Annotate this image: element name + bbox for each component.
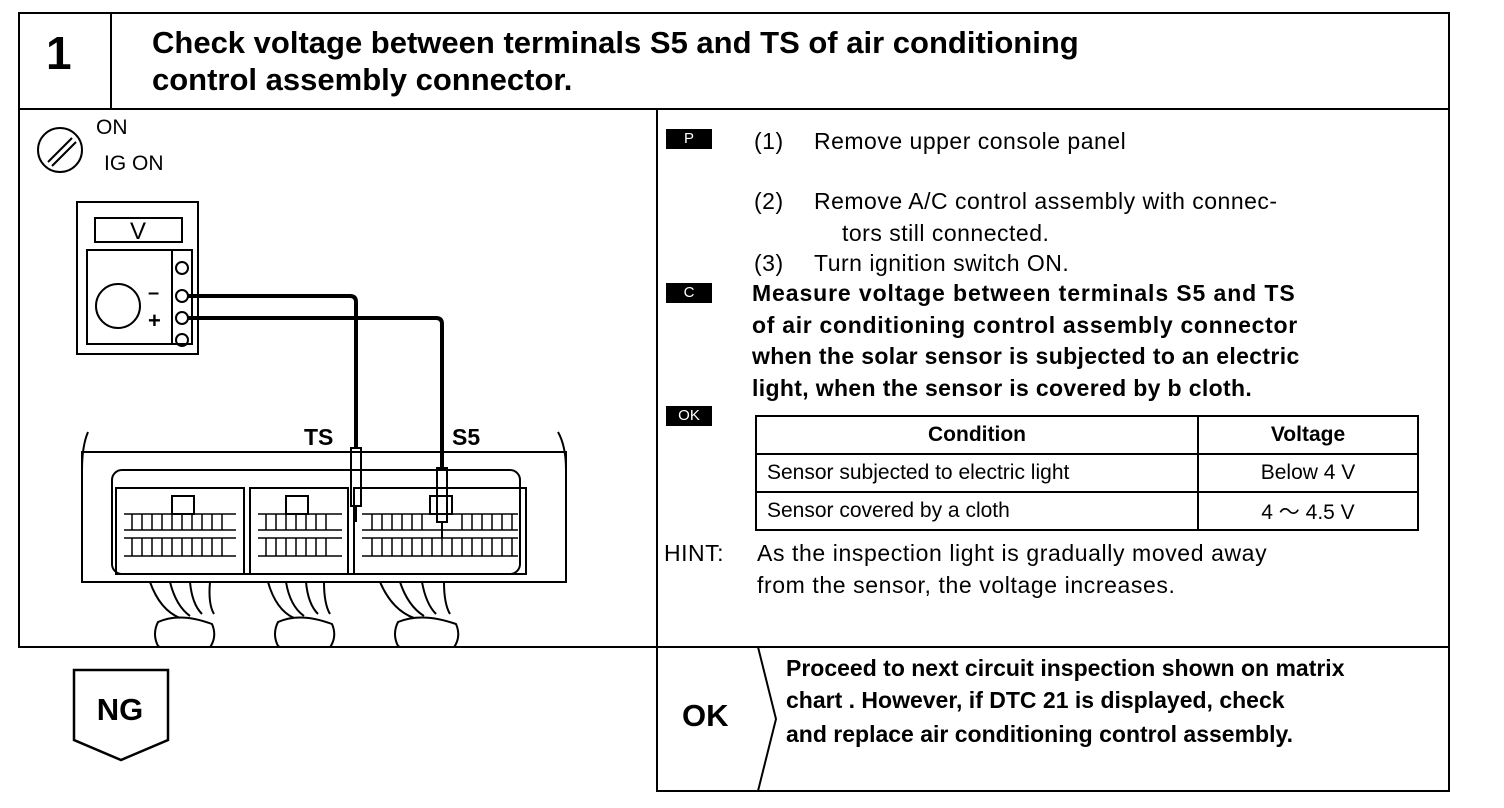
table-cell-condition: Sensor covered by a cloth: [755, 491, 1199, 531]
table-row: Sensor subjected to electric light Below…: [755, 453, 1419, 493]
key-on-label: ON: [96, 116, 128, 139]
step2-text-line1: Remove A/C control assembly with connec-: [814, 188, 1278, 214]
probe-ts: [350, 447, 362, 507]
meter-plus-label: +: [148, 308, 161, 333]
test-lead-ts: [188, 294, 358, 448]
step-title-line1: Check voltage between terminals S5 and T…: [152, 25, 1079, 60]
tag-c: C: [666, 283, 712, 303]
table-cell-voltage: 4 ～ 4.5 V: [1197, 491, 1419, 531]
proceed-line2: chart . However, if DTC 21 is displayed,…: [786, 687, 1285, 713]
condition-table: Condition Voltage Sensor subjected to el…: [755, 415, 1419, 531]
ok-badge: OK: [682, 698, 729, 733]
measure-line3: when the solar sensor is subjected to an…: [752, 343, 1300, 369]
step1-num: (1): [754, 128, 784, 154]
proceed-line1: Proceed to next circuit inspection shown…: [786, 655, 1345, 681]
ng-badge-shape: [72, 668, 170, 762]
control-assembly-connector: [81, 431, 567, 646]
voltmeter-icon: [76, 201, 199, 355]
measure-line2: of air conditioning control assembly con…: [752, 312, 1298, 338]
step-number-divider: [110, 12, 112, 110]
table-cell-voltage: Below 4 V: [1197, 453, 1419, 493]
proceed-line3: and replace air conditioning control ass…: [786, 721, 1293, 747]
table-row: Sensor covered by a cloth 4 ～ 4.5 V: [755, 491, 1419, 531]
meter-v-label: V: [130, 218, 147, 245]
table-cell-condition: Sensor subjected to electric light: [755, 453, 1199, 493]
ignition-key-icon: [37, 127, 83, 173]
hint-line1: As the inspection light is gradually mov…: [757, 540, 1268, 566]
step-title-line2: control assembly connector.: [152, 62, 573, 97]
table-header-condition: Condition: [755, 415, 1199, 455]
test-lead-s5: [188, 316, 444, 468]
table-header-voltage: Voltage: [1197, 415, 1419, 455]
step3-text: Turn ignition switch ON.: [814, 250, 1070, 276]
tag-ok: OK: [666, 406, 712, 426]
measure-line4: light, when the sensor is covered by b c…: [752, 375, 1253, 401]
ng-badge: NG: [96, 692, 144, 727]
table-header-row: Condition Voltage: [755, 415, 1419, 455]
step2-text-line2: tors still connected.: [842, 220, 1050, 246]
measure-line1: Measure voltage between terminals S5 and…: [752, 280, 1296, 306]
ok-result-frame: [656, 646, 1450, 792]
terminal-ts-label: TS: [304, 424, 334, 450]
ig-on-label: IG ON: [104, 152, 164, 175]
ok-arrow-divider: [757, 647, 778, 791]
step1-text: Remove upper console panel: [814, 128, 1127, 154]
wiring-diagram: [37, 127, 567, 646]
step2-num: (2): [754, 188, 784, 214]
step3-num: (3): [754, 250, 784, 276]
meter-minus-label: –: [148, 282, 160, 304]
hint-line2: from the sensor, the voltage increases.: [757, 572, 1176, 598]
tag-p: P: [666, 129, 712, 149]
step-number: 1: [46, 27, 72, 79]
hint-label: HINT:: [664, 540, 724, 566]
terminal-s5-label: S5: [452, 424, 481, 450]
